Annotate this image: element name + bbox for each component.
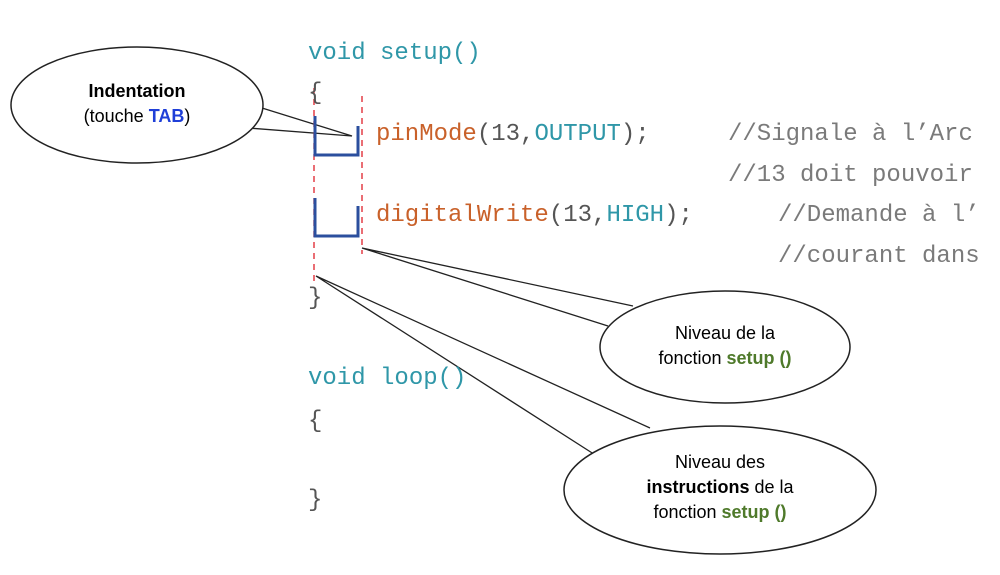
code-comment: //13 doit pouvoir xyxy=(728,162,973,189)
code-function-call: pinMode xyxy=(376,121,477,148)
instruction-level-callout-shape xyxy=(315,275,877,555)
code-punctuation: , xyxy=(520,121,535,148)
indentation-callout-text: Indentation (touche TAB) xyxy=(32,79,242,129)
code-constant: OUTPUT xyxy=(534,121,621,148)
code-punctuation: ); xyxy=(620,121,650,148)
code-comment: //courant dans xyxy=(778,243,980,270)
instruction-level-line2: instructions de la xyxy=(590,475,850,500)
tab-marker-2 xyxy=(313,198,360,238)
instruction-level-callout-text: Niveau des instructions de la fonction s… xyxy=(590,450,850,525)
code-line-pinmode: pinMode(13,OUTPUT); xyxy=(376,121,650,149)
indentation-subtitle-suffix: ) xyxy=(184,106,191,126)
code-line-loop-header: void loop() xyxy=(308,365,466,393)
instruction-level-bubble xyxy=(563,425,877,555)
code-close-brace: } xyxy=(308,487,323,514)
function-level-line2: fonction setup () xyxy=(615,346,835,371)
indentation-subtitle: (touche TAB) xyxy=(32,104,242,129)
code-punctuation: ( xyxy=(476,121,492,148)
tab-key-label: TAB xyxy=(148,106,185,126)
code-constant: HIGH xyxy=(606,202,665,229)
indentation-callout-shape xyxy=(10,46,353,164)
instruction-level-prefix: fonction xyxy=(653,502,722,522)
code-number: 13 xyxy=(491,121,521,148)
function-level-callout-text: Niveau de la fonction setup () xyxy=(615,321,835,371)
code-punctuation: ( xyxy=(548,202,564,229)
code-open-brace: { xyxy=(308,408,323,435)
code-comment: //Signale à l’Arc xyxy=(728,121,973,148)
function-level-prefix: fonction xyxy=(658,348,727,368)
code-line-digitalwrite: digitalWrite(13,HIGH); xyxy=(376,202,693,230)
indentation-bubble xyxy=(10,46,264,164)
code-keyword: void xyxy=(308,365,366,392)
instruction-level-pointer xyxy=(315,275,651,459)
code-keyword: void xyxy=(308,40,366,67)
function-level-callout-shape xyxy=(361,247,851,404)
tab-marker-1 xyxy=(313,116,360,157)
instruction-level-bold: instructions xyxy=(646,477,750,497)
code-punctuation: ); xyxy=(664,202,693,229)
code-line-setup-header: void setup() xyxy=(308,40,481,68)
instruction-level-line3: fonction setup () xyxy=(590,500,850,525)
code-open-brace: { xyxy=(308,80,323,107)
code-close-brace: } xyxy=(308,285,323,312)
instruction-level-suffix: de la xyxy=(749,477,794,497)
instruction-level-highlight: setup () xyxy=(721,502,787,522)
instruction-level-line1: Niveau des xyxy=(674,452,766,472)
indentation-subtitle-prefix: (touche xyxy=(83,106,149,126)
code-function-call: digitalWrite xyxy=(376,202,549,229)
function-level-pointer xyxy=(361,247,634,327)
function-level-highlight: setup () xyxy=(726,348,792,368)
function-level-bubble xyxy=(599,290,851,404)
code-comment: //Demande à l’ xyxy=(778,202,980,229)
code-punctuation: , xyxy=(592,202,607,229)
code-function-name: loop() xyxy=(380,365,467,392)
code-function-name: setup() xyxy=(380,40,481,67)
code-number: 13 xyxy=(563,202,593,229)
indentation-title: Indentation xyxy=(88,81,186,101)
function-level-line1: Niveau de la xyxy=(674,323,776,343)
indentation-pointer xyxy=(247,107,353,137)
